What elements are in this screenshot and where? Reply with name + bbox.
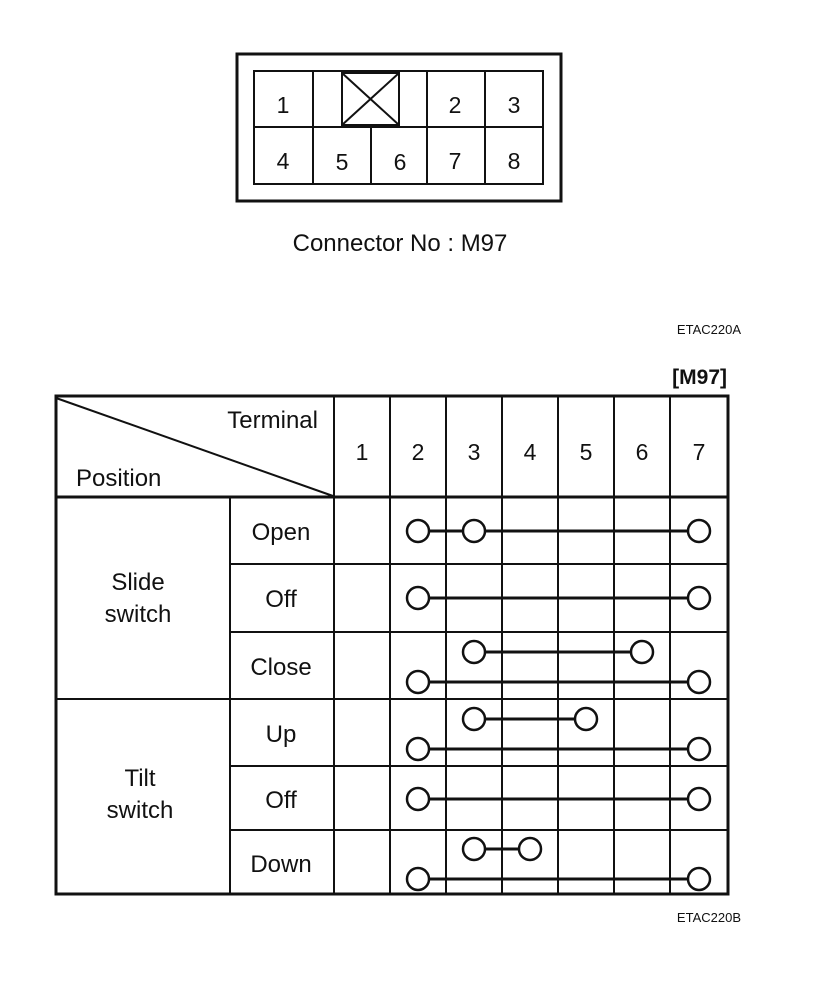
terminal-header-4: 4 xyxy=(524,439,537,465)
figure-code-top: ETAC220A xyxy=(677,322,741,337)
terminal-node-4 xyxy=(517,836,543,862)
pin-3: 3 xyxy=(508,92,521,118)
terminal-header-3: 3 xyxy=(468,439,481,465)
group-label-tilt-line1: Tilt xyxy=(124,765,155,792)
terminal-node-7 xyxy=(686,518,712,544)
terminal-node-3 xyxy=(461,836,487,862)
terminal-node-3 xyxy=(461,518,487,544)
pin-7: 7 xyxy=(449,148,462,174)
terminal-node-2 xyxy=(405,518,431,544)
position-label-open: Open xyxy=(252,519,311,546)
group-label-slide-line2: switch xyxy=(105,601,172,628)
connector-block: 1 2 3 4 5 6 7 8 xyxy=(235,52,563,203)
corner-position-label: Position xyxy=(76,465,161,492)
terminal-header-2: 2 xyxy=(412,439,425,465)
table-tag: [M97] xyxy=(672,366,727,389)
terminal-node-7 xyxy=(686,669,712,695)
terminal-node-2 xyxy=(405,866,431,892)
terminal-node-2 xyxy=(405,669,431,695)
terminal-node-2 xyxy=(405,786,431,812)
terminal-node-2 xyxy=(405,585,431,611)
terminal-node-3 xyxy=(461,706,487,732)
header-diagonal xyxy=(55,397,334,497)
terminal-node-6 xyxy=(629,639,655,665)
terminal-header-5: 5 xyxy=(580,439,593,465)
pin-8: 8 xyxy=(508,148,521,174)
table-border xyxy=(54,394,730,896)
crossed-box-icon xyxy=(341,72,400,126)
position-label-off: Off xyxy=(265,586,297,613)
pin-4: 4 xyxy=(277,148,290,174)
group-label-slide-line1: Slide xyxy=(111,569,164,596)
position-label-close: Close xyxy=(250,654,311,681)
terminal-node-7 xyxy=(686,585,712,611)
pin-5: 5 xyxy=(336,149,349,175)
continuity-table xyxy=(54,394,730,896)
pin-1: 1 xyxy=(277,92,290,118)
terminal-header-7: 7 xyxy=(693,439,706,465)
terminal-node-3 xyxy=(461,639,487,665)
terminal-node-7 xyxy=(686,736,712,762)
terminal-node-2 xyxy=(405,736,431,762)
terminal-node-5 xyxy=(573,706,599,732)
connector-caption: Connector No : M97 xyxy=(293,230,508,257)
connector-outline xyxy=(235,52,563,203)
continuity-connections xyxy=(405,518,712,892)
position-label-up: Up xyxy=(266,721,297,748)
group-label-tilt-line2: switch xyxy=(107,797,174,824)
position-label-off: Off xyxy=(265,787,297,814)
terminal-header-6: 6 xyxy=(636,439,649,465)
terminal-header-1: 1 xyxy=(356,439,369,465)
terminal-node-7 xyxy=(686,866,712,892)
terminal-headers: 1 2 3 4 5 6 7 xyxy=(356,439,706,465)
figure-code-bottom: ETAC220B xyxy=(677,910,741,925)
terminal-node-7 xyxy=(686,786,712,812)
corner-terminal-label: Terminal xyxy=(227,407,318,434)
pin-2: 2 xyxy=(449,92,462,118)
pin-6: 6 xyxy=(394,149,407,175)
position-label-down: Down xyxy=(250,851,311,878)
